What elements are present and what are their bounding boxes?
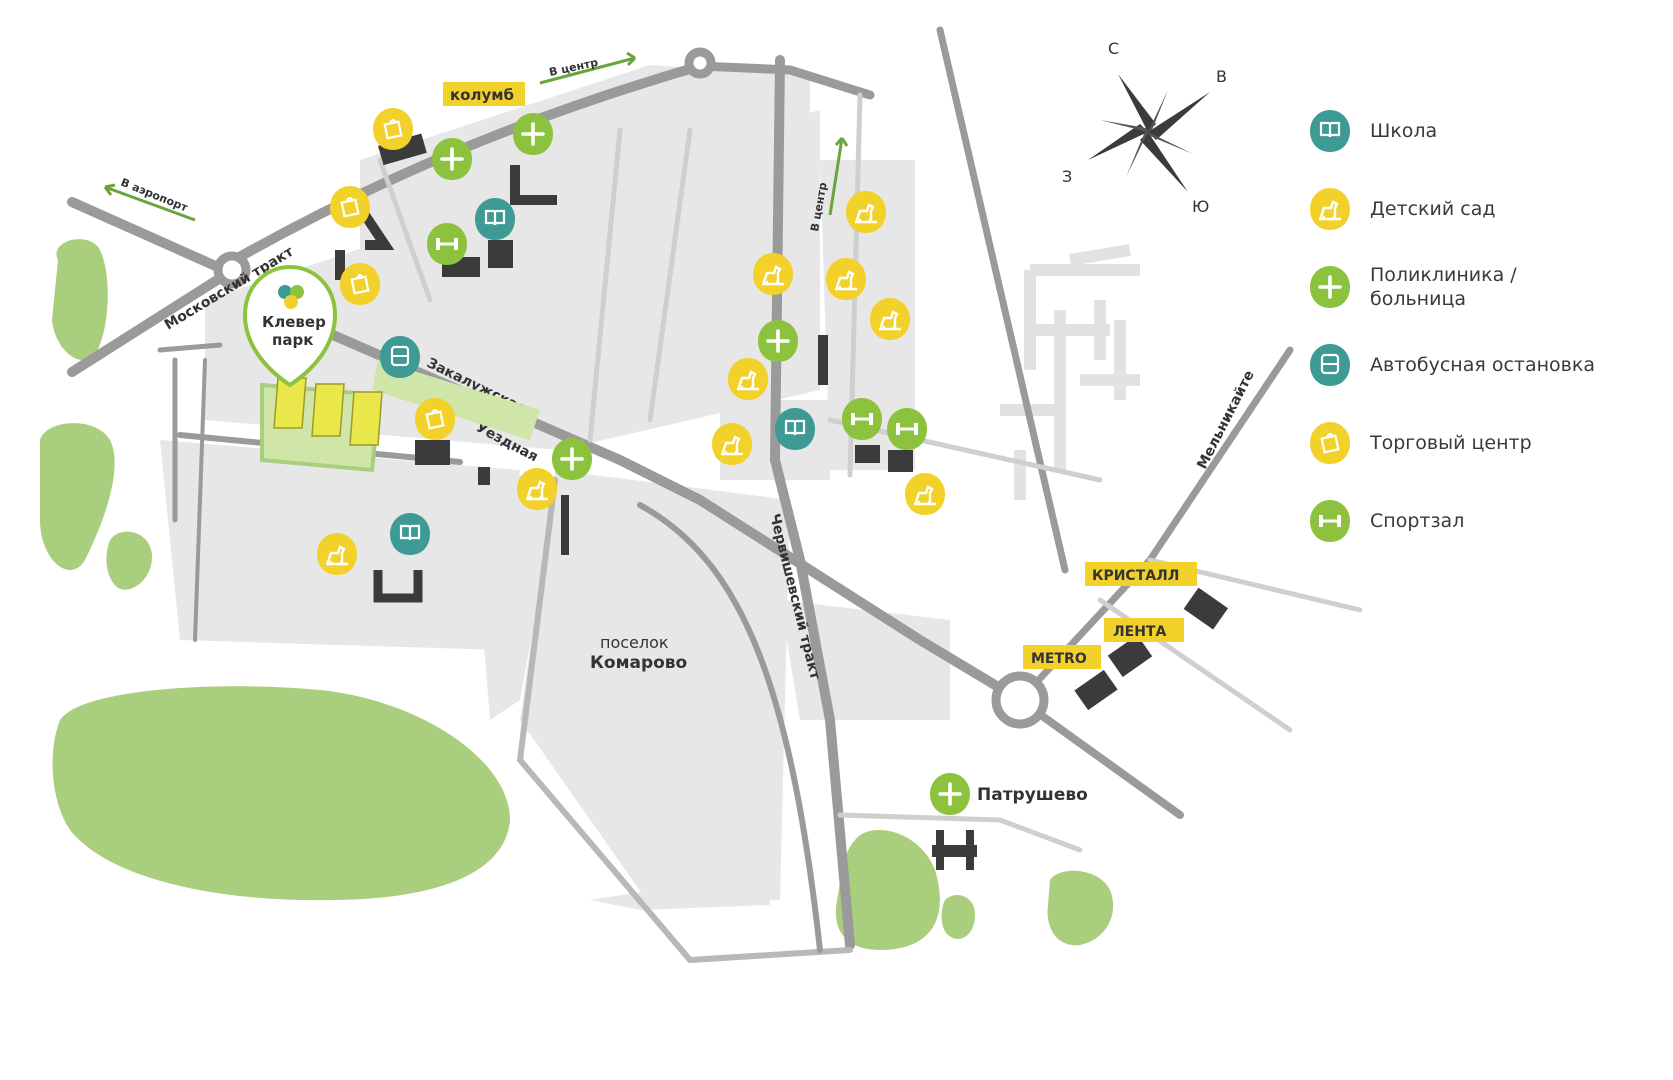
svg-text:КРИСТАЛЛ: КРИСТАЛЛ: [1092, 568, 1179, 584]
school-pin[interactable]: [775, 408, 815, 450]
clinic-pin[interactable]: [432, 138, 472, 180]
store-lenta[interactable]: ЛЕНТА: [1104, 618, 1184, 642]
bus-stop-icon: [1310, 344, 1350, 386]
compass-east: В: [1216, 67, 1227, 86]
compass-west: З: [1062, 167, 1072, 186]
buildings: [335, 133, 1229, 870]
klever-park-site: [260, 360, 540, 473]
legend-item-clinic: Поликлиника / больница: [1308, 248, 1638, 326]
clinic-icon: [1310, 266, 1350, 308]
direction-airport: В аэропорт: [103, 176, 196, 222]
kindergarten-pin[interactable]: [517, 468, 557, 510]
svg-text:ЛЕНТА: ЛЕНТА: [1113, 624, 1166, 640]
road-label-melnikayte: Мельникайте: [1194, 368, 1257, 472]
kindergarten-pin[interactable]: [317, 533, 357, 575]
bus-stop-pin[interactable]: [380, 336, 420, 378]
store-metro[interactable]: METRO: [1023, 645, 1101, 669]
legend-item-kindergarten: Детский сад: [1308, 170, 1638, 248]
klever-park-pin[interactable]: Клевер парк: [242, 264, 338, 388]
compass-north: С: [1108, 39, 1119, 58]
school-icon: [1310, 110, 1350, 152]
klever-park-label-1: Клевер: [262, 313, 326, 331]
svg-text:колумб: колумб: [450, 86, 514, 104]
kindergarten-pin[interactable]: [728, 358, 768, 400]
compass-south: Ю: [1192, 197, 1209, 216]
kindergarten-pin[interactable]: [373, 108, 413, 150]
legend: Школа Детский сад Поликлиника / больница…: [1308, 92, 1638, 560]
kindergarten-pin[interactable]: [905, 473, 945, 515]
legend-label: Поликлиника /: [1370, 264, 1517, 286]
gym-pin[interactable]: [427, 223, 467, 265]
legend-item-gym: Спортзал: [1308, 482, 1638, 560]
legend-label: Школа: [1370, 120, 1438, 142]
clinic-pin[interactable]: [758, 320, 798, 362]
patrushevo-label: Патрушево: [977, 785, 1088, 805]
roundabouts: [213, 47, 1049, 729]
mall-icon: [1310, 422, 1350, 464]
parks: [40, 239, 1114, 950]
school-pin[interactable]: [475, 198, 515, 240]
legend-label-2: больница: [1370, 288, 1467, 310]
legend-label: Торговый центр: [1370, 432, 1532, 454]
clinic-pin[interactable]: [552, 438, 592, 480]
kindergarten-pin[interactable]: [330, 186, 370, 228]
legend-item-school: Школа: [1308, 92, 1638, 170]
kindergarten-pin[interactable]: [712, 423, 752, 465]
store-kolumb[interactable]: колумб: [443, 82, 525, 106]
residential-outlines: [1000, 244, 1140, 500]
klever-park-label-2: парк: [272, 331, 313, 349]
kindergarten-pin[interactable]: [415, 398, 455, 440]
compass-rose: С В Ю З: [1062, 39, 1227, 216]
gym-icon: [1310, 500, 1350, 542]
legend-item-bus-stop: Автобусная остановка: [1308, 326, 1638, 404]
store-kristall[interactable]: КРИСТАЛЛ: [1085, 562, 1197, 586]
legend-label: Автобусная остановка: [1370, 354, 1595, 376]
komarovo-label-1: поселок: [600, 633, 669, 652]
legend-label: Детский сад: [1370, 198, 1496, 220]
legend-label: Спортзал: [1370, 510, 1465, 532]
gym-pin[interactable]: [842, 398, 882, 440]
kindergarten-pin[interactable]: [753, 253, 793, 295]
school-pin[interactable]: [390, 513, 430, 555]
kindergarten-icon: [1310, 188, 1350, 230]
kindergarten-pin[interactable]: [870, 298, 910, 340]
komarovo-label-2: Комарово: [590, 653, 687, 673]
gym-pin[interactable]: [887, 408, 927, 450]
clinic-pin[interactable]: [930, 773, 970, 815]
clinic-pin[interactable]: [513, 113, 553, 155]
kindergarten-pin[interactable]: [846, 191, 886, 233]
kindergarten-pin[interactable]: [826, 258, 866, 300]
legend-item-mall: Торговый центр: [1308, 404, 1638, 482]
svg-text:METRO: METRO: [1031, 651, 1087, 667]
kindergarten-pin[interactable]: [340, 263, 380, 305]
